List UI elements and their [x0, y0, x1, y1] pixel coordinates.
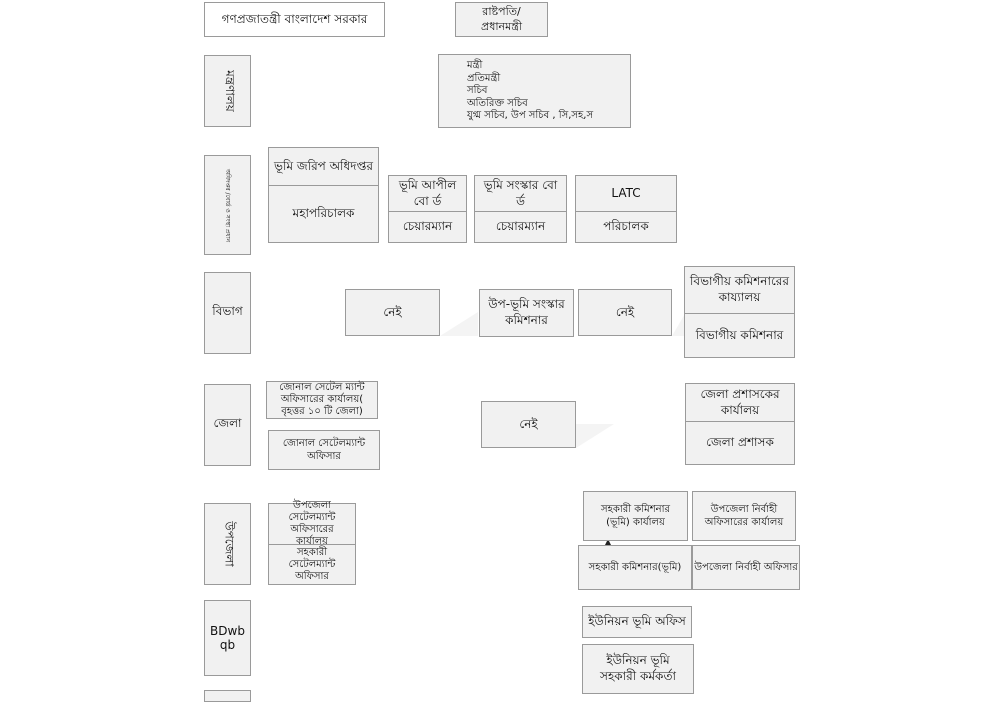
reform-board-box: ভূমি সংস্কার বো র্ড চেয়ারম্যান	[474, 175, 567, 243]
connector-wedge	[576, 424, 614, 448]
level-district: জেলা	[204, 384, 251, 466]
level-division-label: বিভাগ	[212, 304, 243, 318]
upazila-settlement-box: উপজেলা সেটেলম্যান্ট অফিসারের কার্যালয় স…	[268, 500, 356, 585]
level-union: BDwb qb	[204, 600, 251, 676]
survey-dept-office: ভূমি জরিপ অধিদপ্তর	[274, 158, 373, 173]
union-land-officer-box: ইউনিয়ন ভূমি সহকারী কর্মকর্তা	[582, 644, 694, 694]
level-union-label: BDwb qb	[210, 624, 245, 652]
latc-box: LATC পরিচালক	[575, 175, 677, 243]
ministry-post: প্রতিমন্ত্রী	[467, 72, 501, 84]
divisional-commissioner: বিভাগীয় কমিশনার	[685, 313, 794, 357]
union-land-office-box: ইউনিয়ন ভূমি অফিস	[582, 606, 692, 638]
latc-head: পরিচালক	[576, 211, 676, 242]
reform-board-head: চেয়ারম্যান	[475, 211, 566, 242]
uno-office-box: উপজেলা নির্বাহী অফিসারের কার্যালয়	[692, 491, 796, 541]
reform-board-office: ভূমি সংস্কার বো র্ড	[483, 177, 558, 208]
level-dept: অধিদপ্তর /বোর্ড ও সংস্থা প্রধান	[204, 155, 251, 255]
ministry-post: অতিরিক্ত সচিব	[467, 97, 528, 109]
arrow-head	[605, 539, 611, 545]
ministry-post: সচিব	[467, 85, 488, 96]
level-division: বিভাগ	[204, 272, 251, 354]
deputy-commissioner-office: জেলা প্রশাসকের কার্যালয়	[700, 386, 780, 417]
uno-box: উপজেলা নির্বাহী অফিসার	[692, 545, 800, 590]
ac-land-box: সহকারী কমিশনার(ভূমি)	[578, 545, 692, 590]
ministry-post: যুগ্ম সচিব, উপ সচিব , সি,সহ,স	[467, 110, 594, 121]
district-none-box: নেই	[481, 401, 576, 448]
level-next	[204, 690, 251, 702]
deputy-reform-commissioner-box: উপ-ভূমি সংস্কার কমিশনার	[479, 289, 574, 337]
level-ministry-label: মন্ত্রণালয়	[222, 70, 237, 112]
division-none-box-1: নেই	[345, 289, 440, 336]
divisional-commissioner-office: বিভাগীয় কমিশনারের কায্যালয়	[690, 274, 789, 304]
latc-office: LATC	[611, 185, 641, 200]
connector-wedge	[672, 312, 686, 336]
appeal-board-box: ভূমি আপীল বো র্ড চেয়ারম্যান	[388, 175, 467, 243]
ac-land-office-box: সহকারী কমিশনার (ভূমি) কার্যালয়	[583, 491, 688, 541]
ministry-post: মন্ত্রী	[467, 60, 483, 71]
connector-wedge	[440, 312, 478, 336]
level-ministry: মন্ত্রণালয়	[204, 55, 251, 127]
head-of-state-box: রাষ্টপতি/ প্রধানমন্ত্রী	[455, 2, 548, 37]
divisional-commissioner-box: বিভাগীয় কমিশনারের কায্যালয় বিভাগীয় কম…	[684, 266, 795, 358]
deputy-commissioner-box: জেলা প্রশাসকের কার্যালয় জেলা প্রশাসক	[685, 383, 795, 465]
level-upazila-label: উপজেলা	[222, 521, 237, 567]
level-dept-label: অধিদপ্তর /বোর্ড ও সংস্থা প্রধান	[224, 168, 232, 242]
appeal-board-head: চেয়ারম্যান	[389, 211, 466, 242]
level-upazila: উপজেলা	[204, 503, 251, 585]
deputy-commissioner: জেলা প্রশাসক	[686, 421, 794, 464]
appeal-board-office: ভূমি আপীল বো র্ড	[398, 177, 457, 208]
assistant-settlement-officer: সহকারী সেটেলম্যান্ট অফিসার	[269, 544, 355, 584]
survey-dept-head: মহাপরিচালক	[269, 185, 378, 242]
govt-title-box: গণপ্রজাতন্ত্রী বাংলাদেশ সরকার	[204, 2, 385, 37]
zonal-settlement-officer-box: জোনাল সেটেলম্যান্ট অফিসার	[268, 430, 380, 470]
upazila-settlement-office: উপজেলা সেটেলম্যান্ট অফিসারের কার্যালয়	[288, 500, 336, 547]
survey-dept-box: ভূমি জরিপ অধিদপ্তর মহাপরিচালক	[268, 147, 379, 243]
zonal-settlement-office-box: জোনাল সেটেল ম্যান্ট অফিসারের কার্যালয়( …	[266, 381, 378, 419]
division-none-box-2: নেই	[578, 289, 672, 336]
level-district-label: জেলা	[213, 416, 242, 430]
ministry-posts-box: মন্ত্রী প্রতিমন্ত্রী সচিব অতিরিক্ত সচিব …	[438, 54, 631, 128]
